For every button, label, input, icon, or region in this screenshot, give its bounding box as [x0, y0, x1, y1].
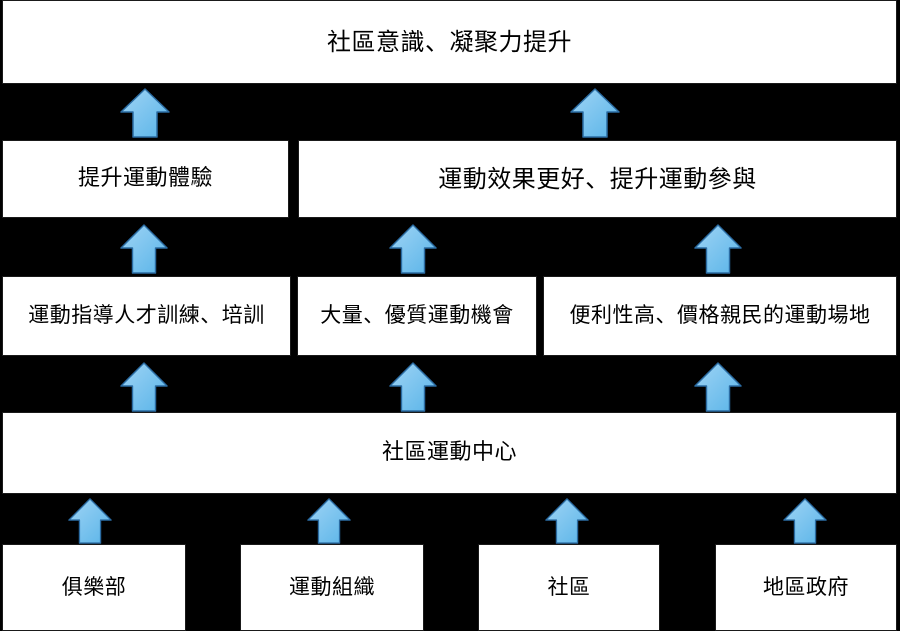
up-arrow-icon: [545, 498, 589, 544]
node-stakeholder-4: 地區政府: [715, 544, 897, 631]
node-stakeholder-2: 運動組織: [240, 544, 424, 631]
node-stakeholder-1: 俱樂部: [2, 544, 186, 631]
node-resource-1: 運動指導人才訓練、培訓: [2, 276, 291, 356]
node-label: 俱樂部: [61, 574, 127, 599]
up-arrow-icon: [389, 224, 437, 274]
up-arrow-icon: [120, 224, 168, 274]
node-outcome-1: 社區意識、凝聚力提升: [2, 0, 897, 84]
node-label: 提升運動體驗: [77, 165, 213, 191]
up-arrow-icon: [694, 224, 742, 274]
node-label: 地區政府: [763, 574, 849, 599]
node-resource-3: 便利性高、價格親民的運動場地: [543, 276, 897, 356]
node-label: 社區意識、凝聚力提升: [327, 27, 572, 56]
node-label: 運動效果更好、提升運動參與: [438, 164, 757, 193]
node-benefit-1: 提升運動體驗: [2, 140, 289, 218]
node-label: 運動組織: [289, 574, 375, 599]
node-label: 大量、優質運動機會: [320, 303, 514, 328]
node-resource-2: 大量、優質運動機會: [297, 276, 537, 356]
node-label: 運動指導人才訓練、培訓: [28, 303, 265, 328]
node-label: 便利性高、價格親民的運動場地: [569, 303, 871, 328]
up-arrow-icon: [120, 88, 170, 138]
up-arrow-icon: [694, 362, 742, 412]
node-stakeholder-3: 社區: [478, 544, 660, 631]
node-platform-1: 社區運動中心: [2, 412, 897, 494]
node-label: 社區運動中心: [381, 439, 517, 465]
up-arrow-icon: [570, 88, 620, 138]
up-arrow-icon: [120, 362, 168, 412]
up-arrow-icon: [783, 498, 827, 544]
node-benefit-2: 運動效果更好、提升運動參與: [298, 140, 897, 218]
up-arrow-icon: [307, 498, 351, 544]
node-label: 社區: [547, 574, 591, 599]
up-arrow-icon: [389, 362, 437, 412]
up-arrow-icon: [68, 498, 112, 544]
